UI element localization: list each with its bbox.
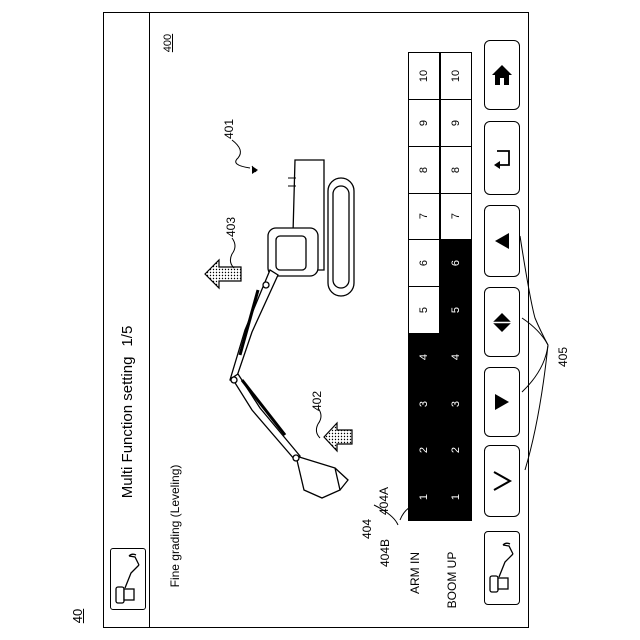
ref-bucket-arrow: 402 — [310, 386, 324, 416]
decrease-button[interactable] — [484, 367, 520, 437]
level-cell-number: 2 — [418, 447, 430, 453]
level-cell-number: 1 — [450, 494, 462, 500]
level-cell[interactable]: 5 — [440, 286, 472, 334]
level-cell[interactable]: 7 — [440, 192, 472, 240]
level-cell-number: 2 — [450, 447, 462, 453]
level-cell[interactable]: 3 — [440, 380, 472, 428]
level-cell-number: 4 — [450, 354, 462, 360]
home-button[interactable] — [484, 40, 520, 110]
machine-select-button[interactable] — [484, 531, 520, 605]
level-cell-number: 8 — [418, 167, 430, 173]
level-cell-number: 3 — [450, 401, 462, 407]
triangle-up-icon — [492, 231, 512, 251]
excavator-icon — [487, 540, 517, 596]
return-arrow-icon — [490, 145, 514, 171]
ref-buttons: 405 — [556, 342, 570, 372]
level-cell[interactable]: 6 — [408, 239, 440, 287]
back-button[interactable] — [484, 121, 520, 195]
ref-boom-arrow: 403 — [224, 212, 238, 242]
level-cell[interactable]: 10 — [440, 52, 472, 100]
level-cell-number: 9 — [450, 120, 462, 126]
home-icon — [489, 62, 515, 88]
level-cell[interactable]: 8 — [408, 146, 440, 194]
level-cell[interactable]: 4 — [440, 333, 472, 381]
increase-button[interactable] — [484, 205, 520, 277]
level-cell[interactable]: 3 — [408, 380, 440, 428]
level-cell-number: 10 — [450, 70, 462, 82]
check-icon — [490, 469, 514, 493]
level-cell-number: 9 — [418, 120, 430, 126]
level-cell[interactable]: 1 — [440, 473, 472, 521]
ref-boom-bar: 404B — [378, 533, 392, 573]
level-cell-number: 10 — [418, 70, 430, 82]
level-cell[interactable]: 9 — [440, 99, 472, 147]
level-cell-number: 8 — [450, 167, 462, 173]
level-cell-number: 6 — [450, 260, 462, 266]
level-cell-number: 3 — [418, 401, 430, 407]
level-cell-number: 4 — [418, 354, 430, 360]
level-cell-number: 7 — [450, 213, 462, 219]
level-cell[interactable]: 2 — [440, 426, 472, 474]
ref-machine: 401 — [222, 114, 236, 144]
level-cell[interactable]: 5 — [408, 286, 440, 334]
level-cell-number: 6 — [418, 260, 430, 266]
check-button[interactable] — [484, 445, 520, 517]
level-cell-number: 1 — [418, 494, 430, 500]
triangle-down-icon — [492, 392, 512, 412]
level-cell[interactable]: 9 — [408, 99, 440, 147]
level-cell-number: 5 — [418, 307, 430, 313]
level-cell[interactable]: 7 — [408, 192, 440, 240]
ref-bar-group: 404 — [360, 514, 374, 544]
row-label-arm-in: ARM IN — [407, 543, 423, 603]
level-cell[interactable]: 4 — [408, 333, 440, 381]
ref-arm-bar: 404A — [377, 481, 391, 521]
level-cell-number: 7 — [418, 213, 430, 219]
level-cell[interactable]: 8 — [440, 146, 472, 194]
level-cell[interactable]: 1 — [408, 473, 440, 521]
level-cell-number: 5 — [450, 307, 462, 313]
row-label-boom-up: BOOM UP — [444, 545, 460, 615]
select-row-button[interactable] — [484, 287, 520, 357]
level-cell[interactable]: 2 — [408, 426, 440, 474]
level-cell[interactable]: 6 — [440, 239, 472, 287]
level-cell[interactable]: 10 — [408, 52, 440, 100]
diamond-arrows-icon — [491, 311, 513, 333]
